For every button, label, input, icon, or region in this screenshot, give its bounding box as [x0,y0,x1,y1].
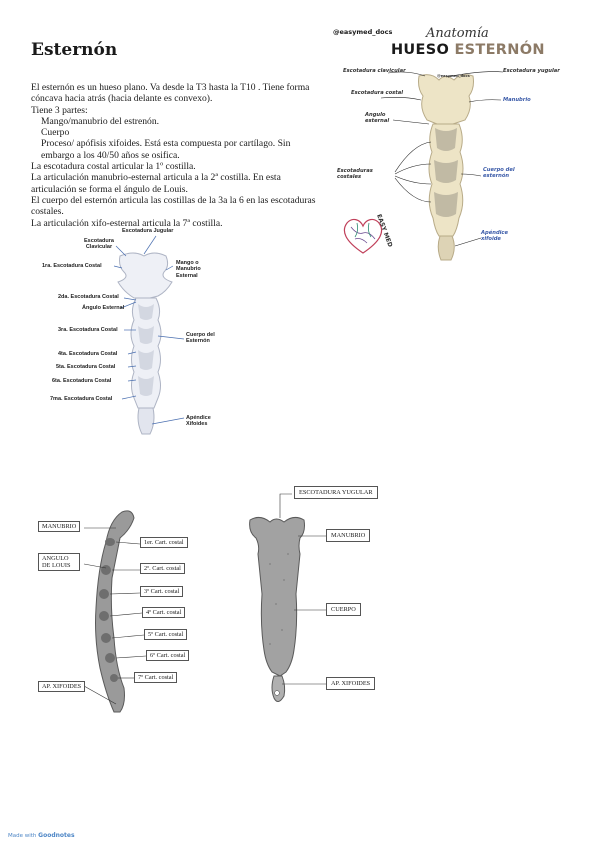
footer-prefix: Made with [8,833,37,839]
fig2-label-clavicular: Escotadura Clavicular [84,238,114,251]
card-label-apendice: Apéndice xifoide [481,230,509,242]
fig2-label-costal1: 1ra. Escotadura Costal [42,263,102,269]
fig3-label-c3: 3º Cart. costal [140,586,184,597]
fig4-label-cuerpo: CUERPO [326,603,361,616]
fig3-label-apx: AP. XIFOIDES [38,681,86,692]
fig4-label-manubrio: MANUBRIO [326,529,371,542]
paragraph-cuerpo: El cuerpo del esternón articula las cost… [31,194,316,218]
paragraph-manubrio-esternal: La articulación manubrio-esternal articu… [31,172,281,195]
notes-text: El esternón es un hueso plano. Va desde … [31,82,321,229]
list-item-cuerpo: Cuerpo [41,127,70,139]
fig2-label-apendice: Apéndice Xifoides [186,415,211,428]
page-title: Esternón [31,40,118,60]
card-label-angulo: Angulo esternal [365,112,390,124]
fig3-label-c4: 4º Cart. costal [142,607,186,618]
card-label-costales: Escotaduras costales [337,168,373,180]
fig3-label-c2: 2º. Cart. costal [140,563,185,574]
paragraph-xifo-esternal: La articulación xifo-esternal articula l… [31,217,223,229]
paragraph-parts-intro: Tiene 3 partes: [31,104,88,116]
figure-anterior-view: ESCOTADURA YUGULAR MANUBRIO CUERPO AP. X… [240,484,410,714]
fig4-label-apx: AP. XIFOIDES [326,677,376,690]
list-item-xifoides: Proceso/ apófisis xifoides. Está esta co… [41,138,291,161]
fig4-label-yugular: ESCOTADURA YUGULAR [294,486,378,499]
paragraph-definition: El esternón es un hueso plano. Va desde … [31,82,310,105]
fig2-label-angulo: Ángulo Esternal [82,305,125,311]
fig2-label-costal2: 2da. Escotadura Costal [58,294,119,300]
card-label-cuerpo: Cuerpo del esternón [483,167,515,179]
fig2-label-costal7: 7ma. Escotadura Costal [50,396,113,402]
headline-accent: ESTERNÓN [454,42,545,58]
anterior-sternum-illustration [249,493,326,702]
fig2-label-costal6: 6ta. Escotadura Costal [52,378,112,384]
card-label-manubrio: Manubrio [503,97,531,103]
figure-labeled-sternum: Escotadura Jugular Escotadura Clavicular… [38,226,228,444]
fig3-label-c5: 5º Cart. costal [144,629,188,640]
fig2-label-cuerpo: Cuerpo del Esternón [186,332,215,345]
paragraph-costal-1: La escotadura costal articular la 1º cos… [31,161,196,173]
fig3-label-angulo: ANGULO DE LOUIS [38,553,80,571]
goodnotes-badge: Made with Goodnotes [8,832,75,839]
card-inner-handle: @easymed_docs [437,74,470,78]
fig3-label-c1: 1er. Cart. costal [140,537,188,548]
fig2-label-jugular: Escotadura Jugular [122,228,174,234]
list-item-manubrio: Mango/manubrio del estrenón. [41,115,160,127]
labeled-sternum-illustration [113,235,185,435]
card-sternum-illustration [380,71,504,261]
card-label-clavicular: Escotadura clavicular [343,68,406,74]
figure-lateral-view: MANUBRIO ANGULO DE LOUIS AP. XIFOIDES 1e… [36,508,236,718]
fig2-label-costal3: 3ra. Escotadura Costal [58,327,118,333]
fig3-label-c6: 6º Cart. costal [146,650,190,661]
easymed-logo: EASY MED [337,209,394,261]
heart-logo-icon: EASY MED [343,213,394,254]
fig3-label-c7: 7º Cart. costal [134,672,178,683]
fig2-label-costal5: 5ta. Escotadura Costal [56,364,116,370]
fig3-label-manubrio: MANUBRIO [38,521,81,532]
lateral-sternum-illustration [83,510,147,713]
card-label-yugular: Escotadura yugular [503,68,560,74]
fig2-label-costal4: 4ta. Escotadura Costal [58,351,118,357]
card-script-title: Anatomía [426,26,489,41]
fig2-label-mango: Mango o Manubrio Esternal [176,260,201,279]
card-headline: HUESO ESTERNÓN [391,42,545,58]
easymed-card: @easymed_docs Anatomía HUESO ESTERNÓN Es… [333,24,586,266]
card-handle: @easymed_docs [333,28,393,36]
footer-app: Goodnotes [38,832,75,839]
headline-main: HUESO [391,42,450,58]
card-label-costal: Escotadura costal [351,90,404,96]
